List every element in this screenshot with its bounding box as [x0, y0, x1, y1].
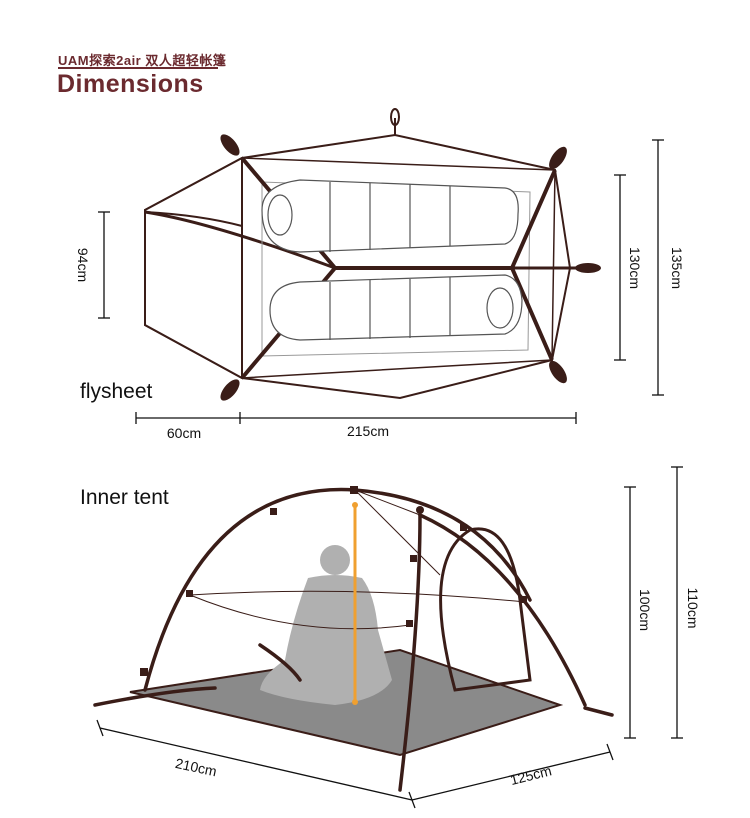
- dim-125cm: 125cm: [508, 762, 553, 788]
- flysheet-label: flysheet: [80, 380, 153, 403]
- dim-135cm: 135cm: [669, 247, 685, 289]
- dim-130cm: 130cm: [627, 247, 643, 289]
- dim-215cm: 215cm: [347, 423, 389, 439]
- sleeping-bags: [261, 179, 523, 341]
- flysheet-dimension-lines: [98, 139, 664, 424]
- inner-tent-label: Inner tent: [80, 486, 169, 509]
- dim-94cm: 94cm: [75, 248, 91, 282]
- dim-100cm: 100cm: [637, 589, 653, 631]
- dim-60cm: 60cm: [167, 425, 201, 441]
- page-title: Dimensions: [57, 70, 204, 98]
- header-subtitle: UAM探索2air 双人超轻帐篷: [58, 53, 227, 68]
- stake-loops: [220, 134, 601, 401]
- dim-210cm: 210cm: [174, 755, 218, 779]
- inner-tent-view: [93, 486, 614, 792]
- inner-tent-dimension-lines: [96, 466, 683, 809]
- flysheet-top-view: [144, 108, 585, 400]
- sitting-person-figure: [260, 545, 392, 705]
- header-divider: [58, 67, 218, 69]
- dim-110cm: 110cm: [685, 588, 701, 629]
